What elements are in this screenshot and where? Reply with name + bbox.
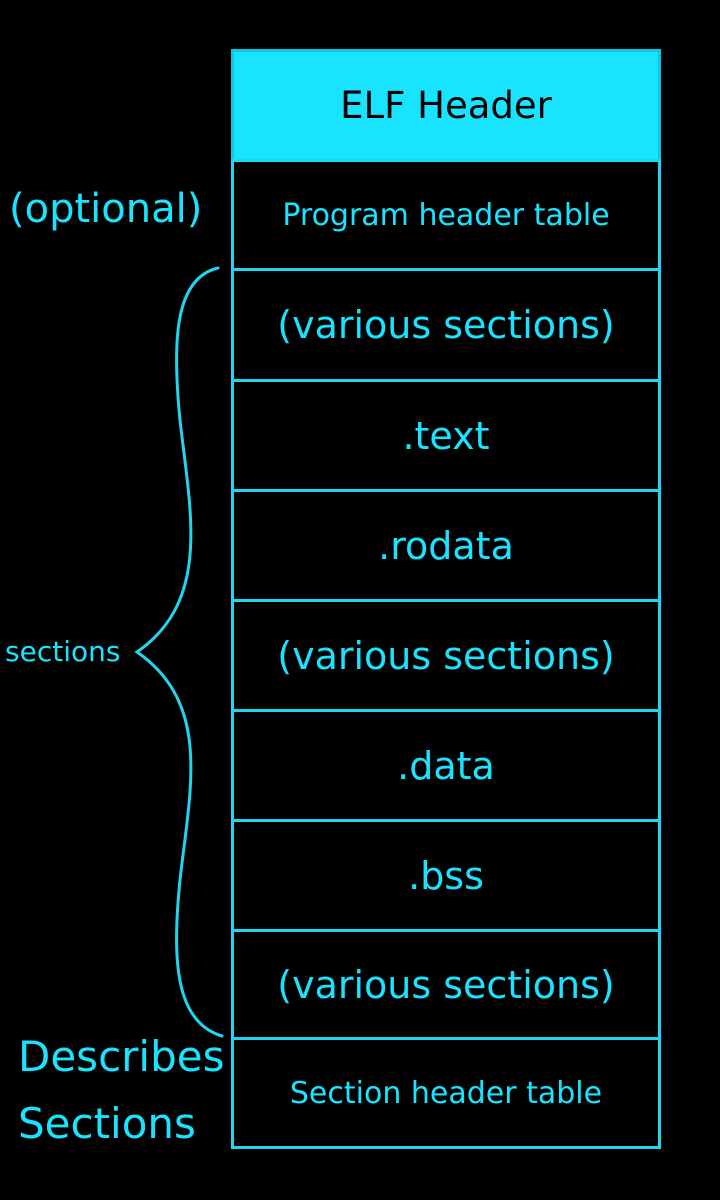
bss-section-block: .bss <box>231 819 661 932</box>
section-header-table-block: Section header table <box>231 1037 661 1149</box>
optional-label: (optional) <box>9 186 203 232</box>
describes-sections-label: Sections <box>18 1099 196 1148</box>
various-sections-block-3: (various sections) <box>231 929 661 1040</box>
elf-header-block: ELF Header <box>231 49 661 162</box>
rodata-section-block: .rodata <box>231 489 661 602</box>
describes-label: Describes <box>18 1032 225 1081</box>
various-sections-block-2: (various sections) <box>231 599 661 712</box>
sections-label: sections <box>5 635 121 668</box>
program-header-table-block: Program header table <box>231 159 661 271</box>
text-section-block: .text <box>231 379 661 492</box>
data-section-block: .data <box>231 709 661 822</box>
various-sections-block-1: (various sections) <box>231 268 661 382</box>
